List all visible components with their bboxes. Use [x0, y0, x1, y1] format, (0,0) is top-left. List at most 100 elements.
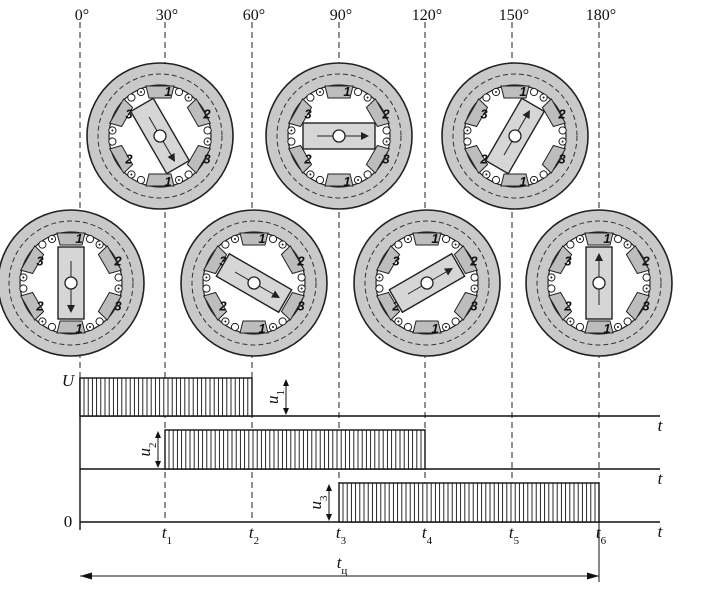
- pole-shoe: [108, 98, 134, 128]
- pole-shoe: [625, 245, 651, 275]
- time-axis-label: t: [658, 522, 664, 541]
- conductor-dot-icon: [454, 243, 457, 246]
- pole-shoe: [287, 98, 313, 128]
- arrow-down-icon: [326, 514, 332, 521]
- conductor-dot-icon: [617, 326, 619, 328]
- voltage-label: u2: [135, 443, 159, 457]
- voltage-label-base: u: [306, 501, 325, 510]
- stator-pole: [19, 284, 47, 326]
- conductor-icon: [203, 126, 212, 135]
- conductor-dot-icon: [290, 129, 293, 132]
- phase-number: 2: [35, 299, 44, 314]
- phase-number: 2: [557, 107, 566, 122]
- pole-shoe: [365, 144, 391, 174]
- arrow-icon: [361, 132, 369, 140]
- phase-number: 2: [469, 254, 478, 269]
- conductor-icon: [221, 240, 230, 249]
- pole-shoe: [547, 245, 573, 275]
- pole-shoe: [287, 144, 313, 174]
- stator-pole: [95, 284, 123, 326]
- conductor-icon: [287, 137, 296, 146]
- conductor-dot-icon: [178, 179, 180, 181]
- time-label: t1: [162, 523, 172, 547]
- pole-shoe: [584, 232, 614, 246]
- arrow-icon: [522, 110, 530, 119]
- phase-number: 1: [343, 84, 350, 99]
- phase-number: 3: [564, 254, 572, 269]
- conductor-dot-icon: [397, 320, 400, 323]
- conductor-icon: [547, 284, 556, 293]
- conductor-dot-icon: [281, 243, 284, 246]
- conductor-icon: [184, 170, 193, 179]
- pole-shoe: [97, 291, 123, 321]
- phase-number: 1: [431, 231, 438, 246]
- conductor-icon: [642, 273, 651, 282]
- stator-pole: [363, 137, 391, 179]
- phase-number: 2: [563, 299, 572, 314]
- shaft: [153, 129, 167, 143]
- stator-pole: [287, 137, 315, 179]
- arrow-icon: [595, 253, 603, 261]
- angle-labels: 0°30°60°90°120°150°180°: [75, 7, 616, 24]
- stator-pole: [278, 240, 306, 282]
- voltage-label-base: u: [135, 448, 154, 457]
- conductor-dot-icon: [205, 276, 208, 279]
- stator-pole: [108, 93, 136, 135]
- conductor-icon: [174, 87, 184, 97]
- arrow-down-icon: [283, 408, 289, 415]
- stator-pole: [19, 240, 47, 282]
- phase-number: 1: [343, 174, 350, 189]
- phase-number: 2: [381, 107, 390, 122]
- conductor-icon: [394, 240, 403, 249]
- pole-shoe: [145, 85, 175, 99]
- voltage-label: u1: [263, 390, 287, 404]
- y-label-zero: 0: [64, 512, 73, 531]
- conductor-icon: [136, 175, 146, 185]
- flux-path: [8, 220, 134, 346]
- stator-pole: [315, 173, 363, 187]
- voltage-label-sub: 2: [147, 443, 159, 449]
- voltage-label-sub: 3: [318, 495, 330, 501]
- pole-shoe: [375, 291, 401, 321]
- conductor-icon: [529, 87, 539, 97]
- pole-shoe: [463, 144, 489, 174]
- time-label-sub: 4: [427, 535, 433, 547]
- phase-number: 1: [519, 174, 526, 189]
- shaft: [247, 276, 261, 290]
- conductor-dot-icon: [407, 238, 409, 240]
- conductor-icon: [451, 317, 460, 326]
- conductor-icon: [306, 93, 315, 102]
- angle-label: 0°: [75, 7, 89, 24]
- time-label-sub: 3: [341, 535, 347, 547]
- phase-number: 2: [479, 152, 488, 167]
- pole-shoe: [324, 85, 354, 99]
- angle-label: 90°: [330, 7, 352, 24]
- phase-number: 2: [124, 152, 133, 167]
- pole-shoe: [239, 320, 269, 334]
- conductor-dot-icon: [41, 320, 44, 323]
- arrow-icon: [271, 290, 280, 298]
- arrow-left-icon: [80, 572, 92, 580]
- pulse-2: [164, 429, 426, 470]
- pole-shoe: [412, 320, 442, 334]
- conductor-dot-icon: [445, 326, 447, 328]
- arrow-icon: [167, 153, 175, 162]
- pole-shoe: [324, 173, 354, 187]
- arrow-down-icon: [155, 461, 161, 468]
- angle-label: 180°: [586, 7, 616, 24]
- conductor-icon: [230, 322, 240, 332]
- phase-number: 1: [75, 231, 82, 246]
- time-label: t3: [336, 523, 347, 547]
- stator-pole: [184, 137, 212, 179]
- phase-number: 3: [382, 152, 390, 167]
- time-label: t2: [249, 523, 259, 547]
- pole-shoe: [56, 232, 86, 246]
- conductor-dot-icon: [542, 96, 545, 99]
- shaft: [420, 276, 434, 290]
- stator-pole: [278, 284, 306, 326]
- flux-path: [276, 73, 402, 199]
- time-label-sub: 5: [514, 535, 520, 547]
